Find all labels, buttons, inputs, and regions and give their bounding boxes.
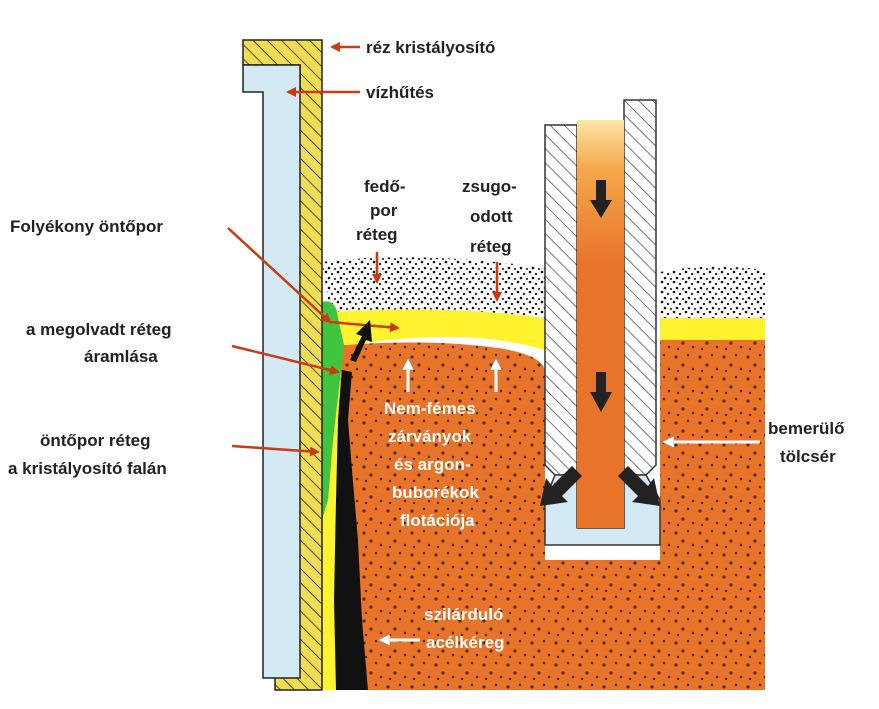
down-flow-arrow-top	[590, 180, 612, 218]
label-nozzle-2: tölcsér	[780, 447, 836, 466]
label-flotation-3: és argon-	[394, 455, 471, 474]
label-flux-on-wall-1: öntőpor réteg	[40, 431, 151, 450]
label-nozzle-1: bemerülő	[768, 419, 845, 438]
arrow-melt-flow	[231, 344, 340, 375]
label-shell-2: acélkéreg	[426, 633, 504, 652]
outflow-arrow-right	[618, 466, 660, 506]
label-sintered-1: zsugo-	[462, 177, 517, 196]
label-liquid-flux: Folyékony öntőpor	[10, 217, 163, 236]
label-flotation-2: zárványok	[388, 427, 472, 446]
label-sintered-2: odott	[470, 207, 513, 226]
nozzle-left-wall	[544, 124, 578, 476]
outflow-arrow-left	[540, 466, 582, 506]
label-water-cooling: vízhűtés	[366, 83, 434, 102]
label-flotation-1: Nem-fémes	[384, 399, 476, 418]
cover-powder-layer-right	[660, 266, 765, 318]
label-sintered-3: réteg	[470, 237, 512, 256]
liquid-flux-layer-right	[660, 318, 765, 340]
label-cover-powder-3: réteg	[356, 225, 398, 244]
label-flotation-5: flotációja	[400, 511, 475, 530]
cover-powder-layer-left	[322, 257, 545, 318]
label-cover-powder-1: fedő-	[364, 177, 406, 196]
nozzle-right-wall	[623, 99, 657, 476]
label-copper-mold: réz kristályosító	[366, 38, 495, 57]
molten-steel-pool	[338, 340, 765, 690]
liquid-flux-layer-left	[330, 309, 545, 350]
label-flotation-4: buborékok	[392, 483, 479, 502]
green-flux-region	[322, 301, 344, 520]
arrow-liquid-flux-2	[329, 320, 400, 333]
solidifying-shell	[334, 370, 368, 690]
label-shell-1: szilárduló	[424, 605, 503, 624]
water-cooling-channel	[242, 64, 301, 679]
label-cover-powder-2: por	[370, 201, 398, 220]
down-flow-arrow-mid	[590, 372, 612, 412]
label-melt-flow-1: a megolvadt réteg	[26, 320, 172, 339]
arrow-flux-on-wall	[231, 444, 320, 457]
label-melt-flow-2: áramlása	[84, 347, 158, 366]
arrow-liquid-flux-1	[227, 227, 332, 324]
label-flux-on-wall-2: a kristályosító falán	[8, 459, 167, 478]
meniscus-flow-arrow	[350, 320, 372, 362]
